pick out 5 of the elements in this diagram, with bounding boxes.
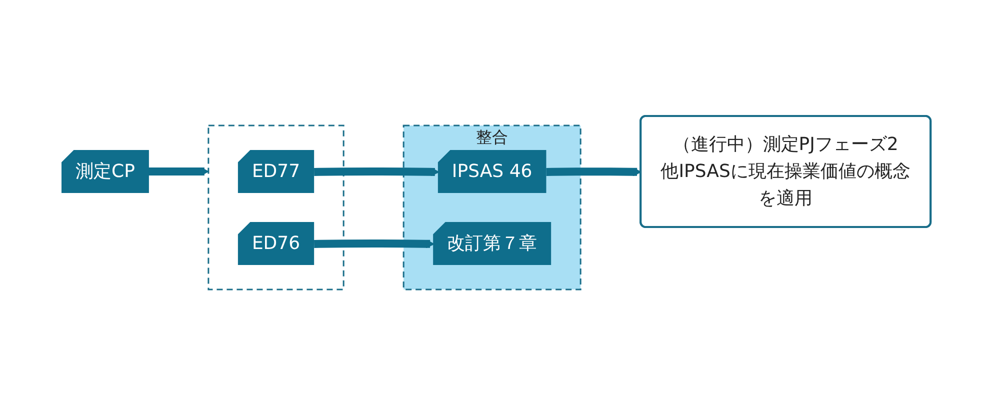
- arrow: [546, 167, 642, 176]
- cluster: [207, 124, 344, 290]
- arrow: [314, 167, 440, 176]
- arrow: [148, 166, 209, 176]
- arrow: [314, 239, 434, 248]
